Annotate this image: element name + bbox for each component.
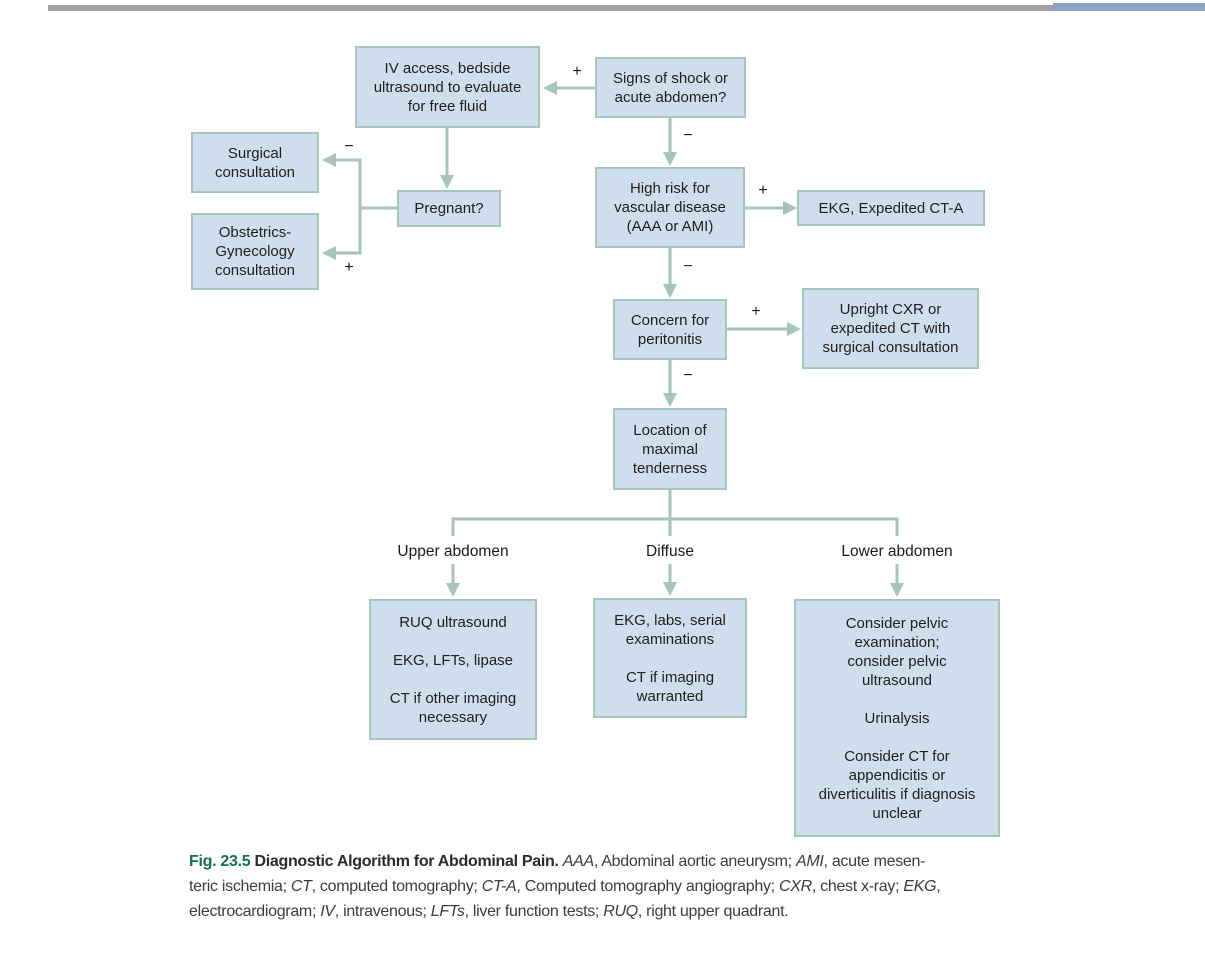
connector-location-split bbox=[451, 490, 899, 536]
caption-line: electrocardiogram; IV, intravenous; LFTs… bbox=[189, 903, 789, 920]
node-upright-cxr: Upright CXR or expedited CT with surgica… bbox=[802, 288, 979, 369]
figure-caption: Fig. 23.5 Diagnostic Algorithm for Abdom… bbox=[189, 849, 1051, 924]
sign-plus-pregnant-bottom: + bbox=[344, 259, 354, 276]
sign-minus-pregnant-top: − bbox=[344, 138, 354, 155]
page-corner-tab bbox=[1053, 3, 1205, 11]
arrowhead-iv-to-pregnant bbox=[440, 175, 454, 189]
arrowhead-lower-to-box bbox=[890, 583, 904, 597]
node-ekg-expedited-cta: EKG, Expedited CT-A bbox=[797, 190, 985, 226]
node-diffuse-workup: EKG, labs, serial examinations CT if ima… bbox=[593, 598, 747, 718]
sign-plus-signs-to-iv: + bbox=[572, 63, 582, 80]
node-signs-of-shock: Signs of shock or acute abdomen? bbox=[595, 57, 746, 118]
node-surgical-consult: Surgical consultation bbox=[191, 132, 319, 193]
sign-minus-signs-down: − bbox=[683, 127, 693, 144]
node-iv-access: IV access, bedside ultrasound to evaluat… bbox=[355, 46, 540, 128]
node-pregnant: Pregnant? bbox=[397, 190, 501, 227]
arrowhead-highrisk-to-concern bbox=[663, 284, 677, 298]
arrowhead-concern-to-upright bbox=[787, 322, 801, 336]
sign-plus-highrisk-right: + bbox=[758, 182, 768, 199]
branch-label-upper-abdomen: Upper abdomen bbox=[397, 543, 509, 560]
arrowhead-highrisk-to-ekgcta bbox=[783, 201, 797, 215]
branch-label-diffuse: Diffuse bbox=[646, 543, 694, 560]
page-top-rule bbox=[48, 5, 1053, 11]
arrowhead-concern-to-location bbox=[663, 393, 677, 407]
branch-label-lower-abdomen: Lower abdomen bbox=[841, 543, 953, 560]
node-upper-abdomen-workup: RUQ ultrasound EKG, LFTs, lipase CT if o… bbox=[369, 599, 537, 740]
node-location-tenderness: Location of maximal tenderness bbox=[613, 408, 727, 490]
caption-line: Fig. 23.5 Diagnostic Algorithm for Abdom… bbox=[189, 853, 926, 870]
caption-line: teric ischemia; CT, computed tomography;… bbox=[189, 878, 941, 895]
arrowhead-upper-to-box bbox=[446, 583, 460, 597]
node-high-risk-vascular: High risk for vascular disease (AAA or A… bbox=[595, 167, 745, 248]
node-lower-abdomen-workup: Consider pelvic examination; consider pe… bbox=[794, 599, 1000, 837]
sign-minus-highrisk-down: − bbox=[683, 258, 693, 275]
node-obgyn-consult: Obstetrics- Gynecology consultation bbox=[191, 213, 319, 290]
connector-pregnant-branch bbox=[358, 158, 397, 255]
arrowhead-pregnant-to-surgical bbox=[322, 153, 336, 167]
arrowhead-pregnant-to-obgyn bbox=[322, 246, 336, 260]
node-concern-peritonitis: Concern for peritonitis bbox=[613, 299, 727, 360]
sign-plus-concern-right: + bbox=[751, 303, 761, 320]
arrowhead-signs-to-iv bbox=[543, 81, 557, 95]
arrowhead-signs-to-highrisk bbox=[663, 152, 677, 166]
sign-minus-concern-down: − bbox=[683, 367, 693, 384]
arrowhead-diffuse-to-box bbox=[663, 582, 677, 596]
